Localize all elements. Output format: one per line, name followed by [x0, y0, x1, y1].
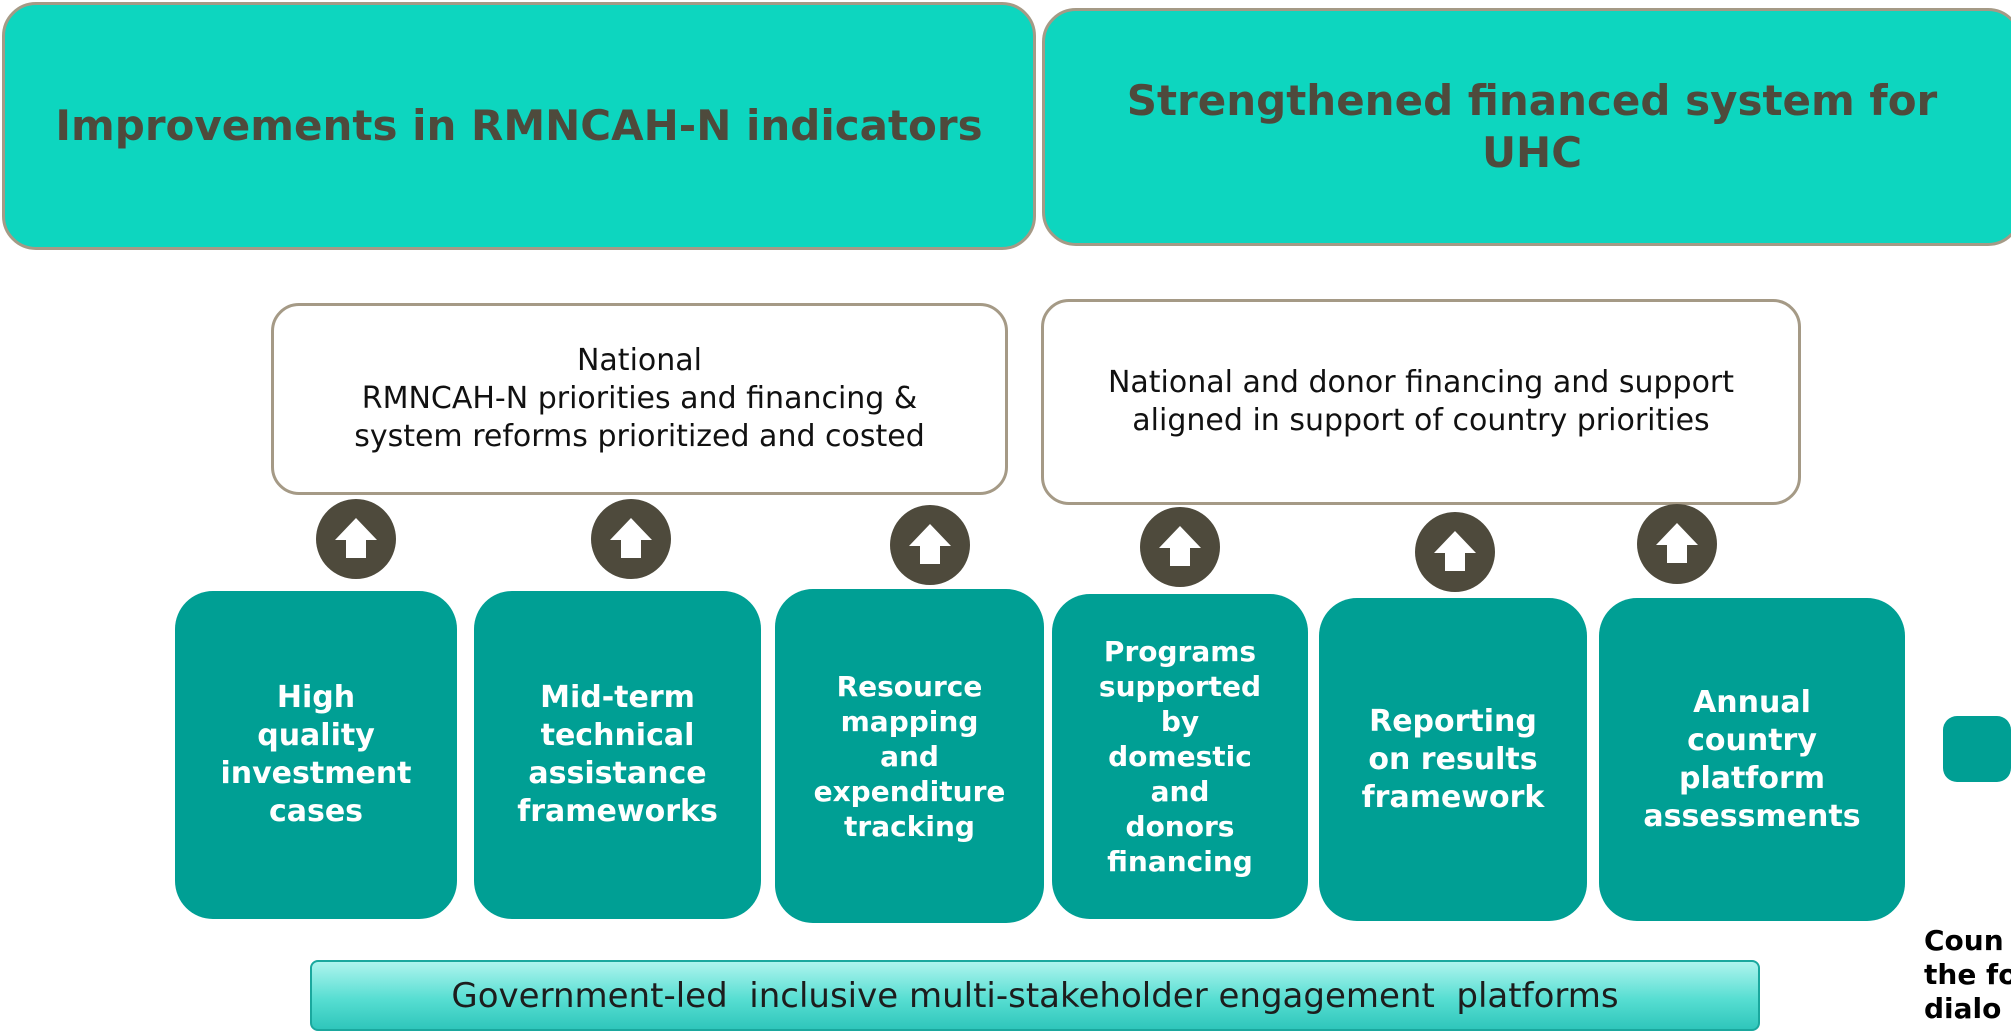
side-note: Coun the fo dialo: [1924, 924, 2011, 1031]
up-arrow-icon: [591, 499, 671, 579]
activity-label: Mid-term technical assistance frameworks: [517, 680, 718, 829]
outcome-box-rmncah: Improvements in RMNCAH-N indicators: [2, 2, 1036, 250]
activity-label: High quality investment cases: [220, 680, 412, 829]
side-note-line: Coun: [1924, 924, 2004, 957]
output-line: aligned in support of country priorities: [1132, 403, 1710, 438]
up-arrow-icon: [1415, 512, 1495, 592]
activity-box: High quality investment cases: [175, 591, 457, 919]
up-arrow-icon: [1140, 507, 1220, 587]
activity-label: Resource mapping and expenditure trackin…: [813, 669, 1006, 843]
activity-label: Annual country platform assessments: [1643, 684, 1861, 834]
up-arrow-icon: [316, 499, 396, 579]
activity-box: Reporting on results framework: [1319, 598, 1587, 921]
outcome-box-uhc: Strengthened financed system for UHC: [1042, 8, 2011, 246]
activity-box: Mid-term technical assistance frameworks: [474, 591, 761, 919]
up-arrow-icon: [1637, 504, 1717, 584]
up-arrow-icon: [890, 505, 970, 585]
activity-label: Programs supported by domestic and donor…: [1098, 635, 1262, 878]
output-line: National: [576, 343, 702, 378]
output-box-financing-aligned: National and donor financing and support…: [1041, 299, 1801, 505]
outcome-label: Strengthened financed system for UHC: [1126, 76, 1938, 177]
activity-box: Programs supported by domestic and donor…: [1052, 594, 1308, 919]
output-line: system reforms prioritized and costed: [354, 419, 925, 454]
side-note-line: dialo: [1924, 992, 2002, 1025]
outcome-label: Improvements in RMNCAH-N indicators: [55, 101, 983, 150]
output-line: National and donor financing and support: [1107, 365, 1735, 400]
output-box-national-priorities: National RMNCAH-N priorities and financi…: [271, 303, 1008, 495]
side-note-line: the fo: [1924, 958, 2011, 991]
side-square: [1943, 716, 2011, 782]
platform-label: Government-led inclusive multi-stakehold…: [451, 975, 1619, 1016]
platform-bar: Government-led inclusive multi-stakehold…: [310, 960, 1760, 1031]
activity-box: Annual country platform assessments: [1599, 598, 1905, 921]
output-line: RMNCAH-N priorities and financing &: [361, 381, 918, 416]
activity-label: Reporting on results framework: [1361, 703, 1545, 815]
activity-box: Resource mapping and expenditure trackin…: [775, 589, 1044, 923]
